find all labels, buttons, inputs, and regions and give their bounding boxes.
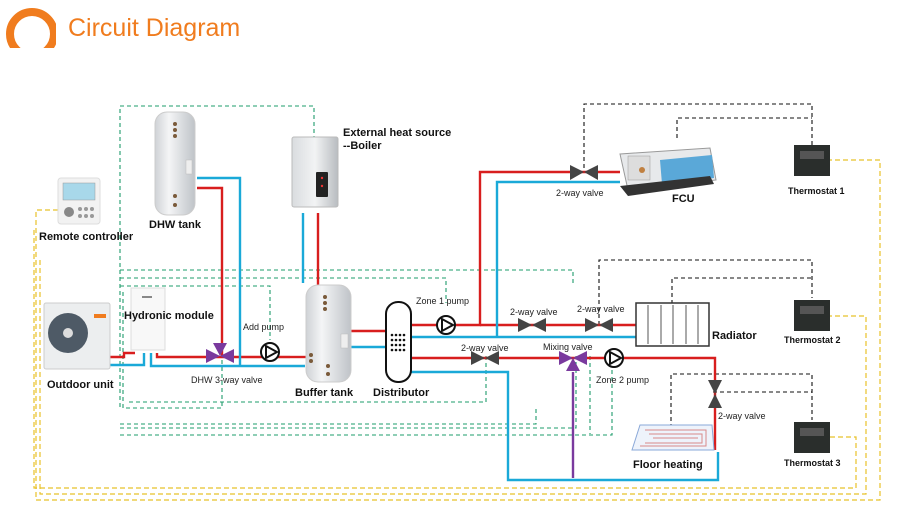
thermostat-3-icon[interactable] xyxy=(794,422,830,453)
fan-coil-unit-icon[interactable] xyxy=(619,147,717,196)
radiator-2way-valve-b-icon[interactable] xyxy=(585,318,613,332)
zone1-pump-label: Zone 1 pump xyxy=(416,296,470,306)
zone2-pump-icon[interactable] xyxy=(604,348,624,368)
dhw-tank-label: DHW tank xyxy=(149,219,201,231)
fcu-2way-valve-label: 2-way valve xyxy=(556,188,604,198)
floor-heating-icon[interactable] xyxy=(631,424,715,451)
floor-2way-valve-icon[interactable] xyxy=(708,380,722,408)
radiator-icon[interactable] xyxy=(635,302,710,347)
hydronic-module-label: Hydronic module xyxy=(124,310,214,322)
distributor-icon[interactable] xyxy=(385,301,412,383)
radiator-2way-valve-a-icon[interactable] xyxy=(518,318,546,332)
return-pipes xyxy=(110,176,720,482)
radiator-2way-valve-a-label: 2-way valve xyxy=(510,307,558,317)
mixing-valve-icon[interactable] xyxy=(559,351,587,371)
dhw-tank-icon[interactable] xyxy=(154,111,196,216)
outdoor-unit-icon[interactable] xyxy=(43,302,111,370)
remote-controller-icon[interactable] xyxy=(57,177,101,225)
boiler-label-line2: --Boiler xyxy=(343,140,382,152)
mixing-valve-label: Mixing valve xyxy=(543,342,593,352)
remote-controller-label: Remote controller xyxy=(39,231,134,243)
buffer-tank-label: Buffer tank xyxy=(295,387,354,399)
buffer-tank-icon[interactable] xyxy=(305,284,352,383)
distributor-label: Distributor xyxy=(373,387,430,399)
boiler-icon[interactable] xyxy=(291,136,339,208)
add-pump-label: Add pump xyxy=(243,322,285,332)
add-pump-icon[interactable] xyxy=(260,342,280,362)
thermostat-3-label: Thermostat 3 xyxy=(784,458,841,468)
fcu-label: FCU xyxy=(672,193,695,205)
wire-thermostat-1 xyxy=(35,159,881,501)
dhw-3way-valve-icon[interactable] xyxy=(206,343,234,363)
radiator-2way-valve-b-label: 2-way valve xyxy=(577,304,625,314)
boiler-label-line1: External heat source xyxy=(343,127,452,139)
valves xyxy=(471,165,722,408)
floor-heating-label: Floor heating xyxy=(633,459,703,471)
thermostat-1-icon[interactable] xyxy=(794,145,830,176)
wire-thermostat-3 xyxy=(33,230,857,489)
zone2-2way-valve-icon[interactable] xyxy=(471,351,499,365)
floor-2way-valve-label: 2-way valve xyxy=(718,411,766,421)
thermostat-2-icon[interactable] xyxy=(794,300,830,331)
orange-ring-logo-icon xyxy=(4,2,56,48)
page-title: Circuit Diagram xyxy=(68,14,241,42)
hydronic-module-icon[interactable] xyxy=(130,287,166,351)
zone2-2way-valve-label: 2-way valve xyxy=(461,343,509,353)
zone1-pump-icon[interactable] xyxy=(436,315,456,335)
valve-wiring xyxy=(583,103,813,428)
outdoor-unit-label: Outdoor unit xyxy=(47,379,114,391)
radiator-label: Radiator xyxy=(712,330,757,342)
thermostat-1-label: Thermostat 1 xyxy=(788,186,845,196)
thermostat-wiring xyxy=(33,159,881,501)
zone2-pump-label: Zone 2 pump xyxy=(596,375,650,385)
dhw-3way-valve-label: DHW 3-way valve xyxy=(191,375,263,385)
fcu-2way-valve-icon[interactable] xyxy=(570,165,598,180)
thermostat-2-label: Thermostat 2 xyxy=(784,335,841,345)
